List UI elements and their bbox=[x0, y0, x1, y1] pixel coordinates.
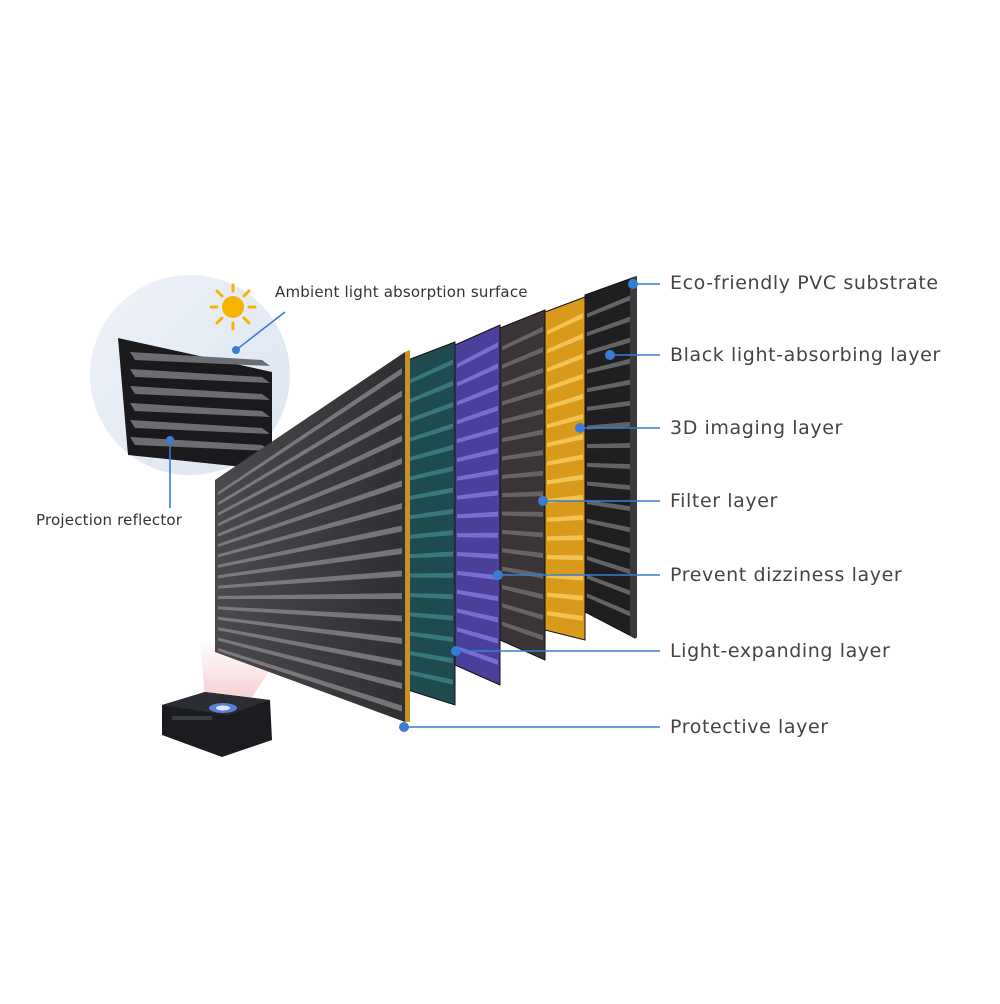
leader-lines bbox=[166, 279, 660, 732]
inset-magnifier bbox=[90, 275, 290, 475]
leader-line-ambient bbox=[235, 311, 286, 351]
leader-dot-2 bbox=[575, 423, 585, 433]
layer-label-protective: Protective layer bbox=[670, 716, 829, 738]
leader-dot-4 bbox=[493, 570, 503, 580]
screen-layers bbox=[407, 276, 637, 706]
sun-icon bbox=[209, 283, 257, 331]
ambient-light-label: Ambient light absorption surface bbox=[275, 283, 528, 301]
light-expanding-panel bbox=[407, 341, 456, 706]
projector-icon bbox=[162, 692, 272, 757]
leader-dot-reflector bbox=[166, 436, 174, 444]
pvc-substrate-edge bbox=[630, 276, 637, 638]
black-absorbing-panel bbox=[584, 276, 636, 639]
filter-panel bbox=[499, 309, 546, 661]
layer-label-light-expanding: Light-expanding layer bbox=[670, 640, 891, 662]
leader-dot-ambient bbox=[232, 346, 240, 354]
protective-layer-panel bbox=[215, 350, 410, 722]
layer-label-3d-imaging: 3D imaging layer bbox=[670, 417, 843, 439]
leader-dot-0 bbox=[628, 279, 638, 289]
layer-label-filter: Filter layer bbox=[670, 490, 778, 512]
layer-label-black-absorbing: Black light-absorbing layer bbox=[670, 344, 941, 366]
layer-label-pvc-substrate: Eco-friendly PVC substrate bbox=[670, 272, 939, 294]
leader-dot-6 bbox=[399, 722, 409, 732]
leader-dot-3 bbox=[538, 496, 548, 506]
3d-imaging-panel bbox=[544, 296, 586, 641]
leader-dot-5 bbox=[451, 646, 461, 656]
leader-dot-1 bbox=[605, 350, 615, 360]
inset-sheet bbox=[118, 338, 272, 470]
projection-reflector-label: Projection reflector bbox=[36, 511, 183, 529]
prevent-dizziness-panel bbox=[454, 324, 501, 686]
layer-label-prevent-dizziness: Prevent dizziness layer bbox=[670, 564, 903, 586]
